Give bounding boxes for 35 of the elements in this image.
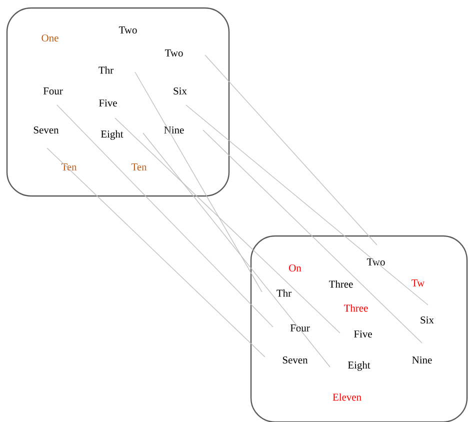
word-label: Five — [354, 330, 372, 338]
connector-line — [46, 148, 266, 358]
word-label: Thr — [98, 66, 114, 74]
connector-line — [142, 132, 330, 368]
rounded-panel — [250, 235, 468, 422]
word-label: Six — [420, 316, 434, 324]
word-label: Seven — [34, 126, 59, 134]
word-label: Eight — [100, 130, 124, 140]
word-label: Four — [290, 324, 310, 332]
word-label: Six — [174, 88, 187, 95]
connector-line — [134, 72, 262, 292]
word-label: Nine — [412, 356, 432, 364]
word-label: One — [42, 34, 58, 42]
connector-line — [186, 104, 428, 306]
word-label: Two — [164, 50, 183, 56]
word-label: Eleven — [332, 393, 362, 401]
word-label: Nine — [164, 126, 184, 134]
connector-line — [114, 118, 340, 334]
rounded-panel — [6, 7, 230, 197]
word-label: On — [289, 264, 302, 272]
word-label: Ten — [131, 164, 147, 170]
word-label: Three — [329, 280, 353, 288]
word-label: Ten — [61, 164, 77, 170]
word-label: Five — [99, 100, 117, 107]
word-label: Two — [366, 258, 385, 266]
connector-line — [204, 54, 378, 246]
connector-line — [56, 104, 274, 328]
word-label: Seven — [282, 356, 308, 364]
word-label: Four — [43, 88, 63, 94]
word-label: Thr — [276, 289, 292, 297]
word-label: Tw — [412, 280, 425, 286]
connector-line — [202, 130, 422, 344]
word-label: Eight — [348, 361, 370, 371]
word-label: Two — [118, 26, 137, 34]
word-label: Three — [344, 304, 368, 312]
